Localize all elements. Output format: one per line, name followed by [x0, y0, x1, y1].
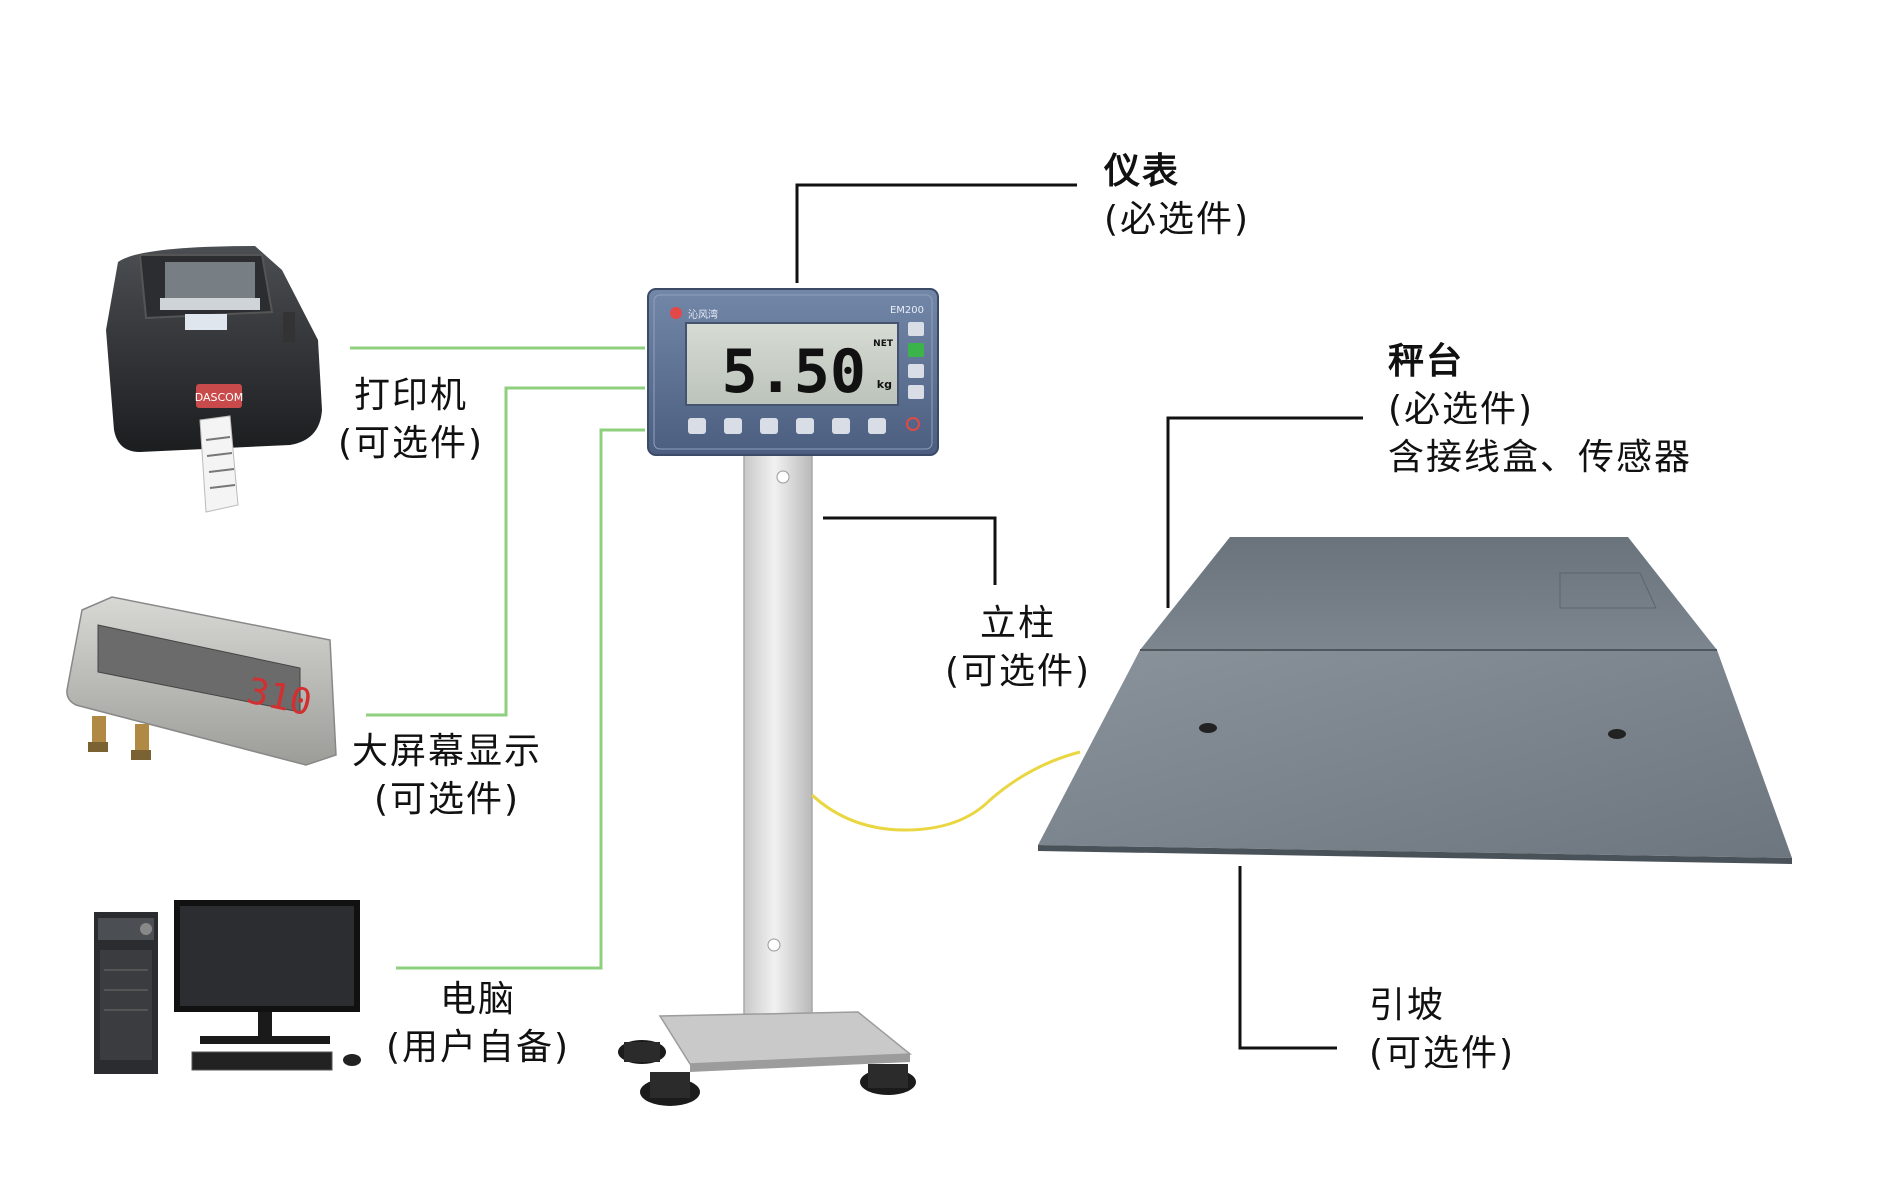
indicator-net-tag: NET [873, 339, 894, 349]
platform-leader-line [1166, 416, 1363, 608]
column-note: (可选件) [945, 651, 1092, 692]
platform-title: 秤台 [1388, 341, 1465, 382]
indicator-label: 仪表 (必选件) [1104, 148, 1250, 244]
big-display-note: (可选件) [373, 779, 521, 820]
ramp-label: 引坡 (可选件) [1369, 982, 1515, 1078]
computer-note: (用户自备) [386, 1027, 571, 1068]
ramp-note: (可选件) [1369, 1033, 1516, 1074]
big-display-title: 大屏幕显示 [352, 731, 543, 772]
ramp-leader-line [1238, 866, 1337, 1050]
indicator-brand: 沁风湾 [688, 308, 718, 321]
big-display-label: 大屏幕显示 (可选件) [352, 728, 542, 824]
computer-title: 电脑 [440, 979, 517, 1020]
column-leader-line [823, 516, 997, 585]
indicator-leader-line [795, 183, 1077, 283]
printer-image: DASCOM [106, 246, 322, 513]
load-cell-cable [810, 750, 1081, 832]
printer-note: (可选件) [338, 423, 485, 464]
printer-title: 打印机 [354, 375, 469, 416]
indicator-unit: kg [877, 378, 892, 391]
column-title: 立柱 [980, 603, 1057, 644]
printer-label: 打印机 (可选件) [338, 372, 484, 468]
computer-label: 电脑 (用户自备) [386, 976, 570, 1072]
indicator-reading: 5.50 [722, 337, 867, 407]
printer-brand-tag: DASCOM [195, 391, 244, 404]
platform-image [1038, 537, 1792, 864]
big-display-image: 310 [66, 596, 337, 766]
platform-note: (必选件) [1388, 389, 1535, 430]
ramp-title: 引坡 [1369, 985, 1446, 1026]
computer-image [94, 900, 361, 1074]
indicator-title: 仪表 [1104, 151, 1181, 192]
column-label: 立柱 (可选件) [945, 600, 1091, 696]
indicator-note: (必选件) [1104, 199, 1251, 240]
indicator-image: 沁风湾 EM200 5.50 NET kg [647, 288, 939, 456]
platform-detail: 含接线盒、传感器 [1388, 437, 1693, 478]
platform-label: 秤台 (必选件) 含接线盒、传感器 [1388, 338, 1692, 482]
big-display-connector-line [366, 386, 645, 717]
computer-connector-line [396, 428, 645, 970]
column-image [618, 454, 916, 1106]
indicator-model: EM200 [890, 305, 924, 316]
